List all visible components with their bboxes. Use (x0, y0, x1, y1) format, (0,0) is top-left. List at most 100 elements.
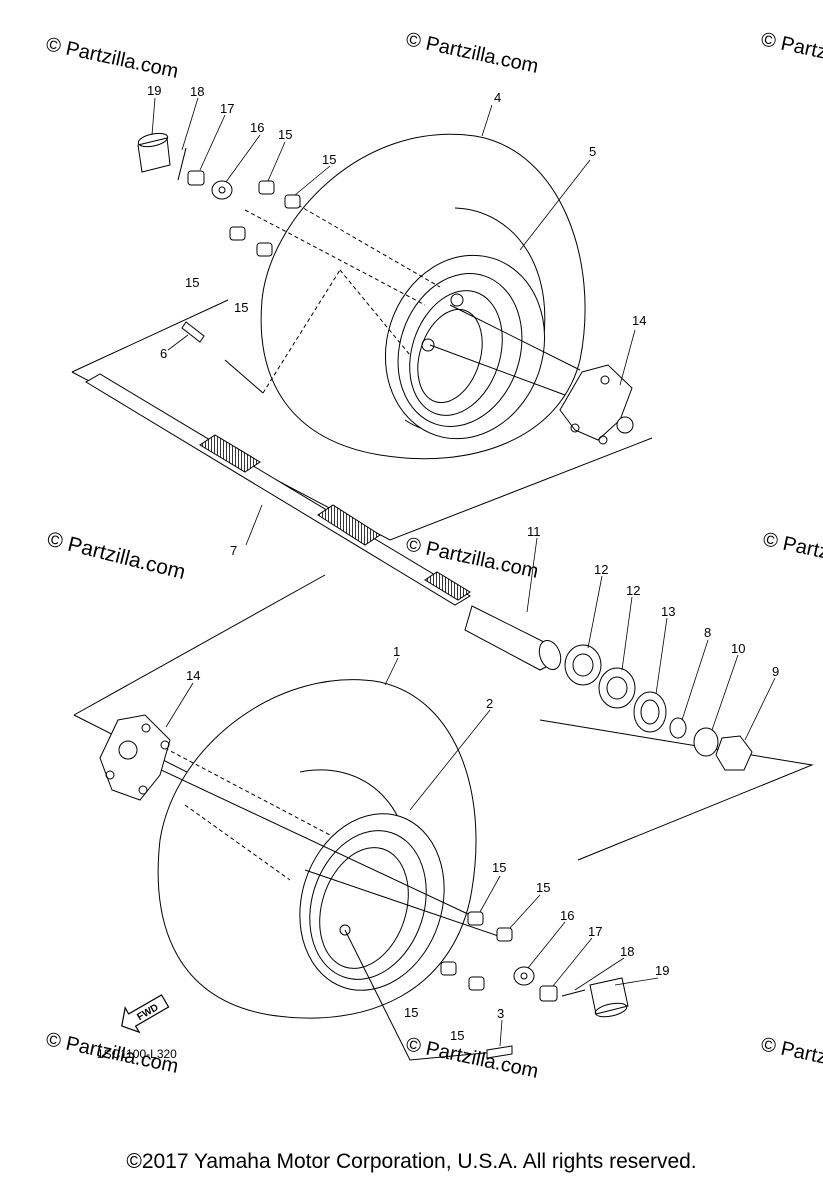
valve-stem-upper (181, 321, 205, 343)
bearing-12 (564, 644, 602, 686)
valve-guide (224, 359, 264, 394)
axle-spline (317, 504, 381, 546)
cap-19 (589, 977, 629, 1015)
wheel-hub-lower (99, 714, 171, 801)
locknut-9 (715, 735, 753, 771)
callout-13: 13 (661, 604, 675, 619)
spacer-11-end (538, 639, 562, 671)
callout-18: 18 (620, 944, 634, 959)
callout-1: 1 (393, 644, 400, 659)
callout-17: 17 (588, 924, 602, 939)
frame-line (71, 299, 229, 373)
callout-6: 6 (160, 346, 167, 361)
callout-3: 3 (497, 1006, 504, 1021)
callout-15: 15 (234, 300, 248, 315)
hub-bore (118, 740, 138, 760)
nut-15 (256, 242, 273, 257)
callout-11: 11 (527, 524, 541, 539)
callout-15: 15 (404, 1005, 418, 1020)
cotter-pin-18 (177, 147, 187, 181)
rear-axle-shaft (85, 373, 471, 606)
washer-10 (693, 727, 719, 757)
wheel-hole (339, 924, 351, 936)
nut-15 (284, 194, 301, 209)
wheel-hole (450, 293, 464, 307)
bearing-12-inner (606, 676, 628, 700)
dashed-guides (244, 204, 441, 394)
hub-stud (600, 375, 610, 385)
fwd-label: FWD (135, 1002, 160, 1023)
callout-14: 14 (632, 313, 646, 328)
nut-17 (187, 170, 205, 186)
bearing-12 (598, 667, 636, 709)
wheel-rim-upper (384, 254, 546, 440)
nut-15 (440, 961, 457, 976)
wheel-rim-inner (397, 273, 523, 427)
hub-stud (105, 770, 115, 780)
upper-assembly (71, 132, 653, 606)
wheel-hub-upper (559, 364, 633, 441)
frame-line (73, 574, 326, 716)
valve-stem-lower (486, 1045, 513, 1059)
washer-16 (513, 966, 535, 986)
callout-19: 19 (147, 83, 161, 98)
hub-bore (616, 416, 634, 434)
bearing-12-inner (572, 653, 594, 677)
callout-16: 16 (250, 120, 264, 135)
callout-4: 4 (494, 90, 501, 105)
washer-16-hole (520, 972, 528, 980)
frame-line (539, 719, 814, 861)
callout-15: 15 (492, 860, 506, 875)
seal-13 (633, 691, 667, 733)
cotter-pin-18 (561, 989, 586, 997)
wheel-rim-lower (299, 813, 445, 991)
callout-5: 5 (589, 144, 596, 159)
callout-15: 15 (322, 152, 336, 167)
callout-18: 18 (190, 84, 204, 99)
nut-15 (496, 927, 513, 942)
callout-8: 8 (704, 625, 711, 640)
callout-12: 12 (594, 562, 608, 577)
hub-stud (141, 723, 151, 733)
washer-16 (211, 180, 233, 200)
cap-19 (137, 137, 171, 173)
washer-16-hole (218, 186, 226, 194)
valve-guide (344, 929, 496, 1061)
leader-lines (151, 97, 776, 1047)
guide-line (304, 869, 511, 941)
callout-15: 15 (278, 127, 292, 142)
nut-15 (468, 976, 485, 991)
cap-19-bottom (594, 1002, 628, 1018)
callout-16: 16 (560, 908, 574, 923)
callout-12: 12 (626, 583, 640, 598)
wheel-rim-inner (309, 830, 427, 980)
watermark: © Partzilla.com (761, 528, 823, 578)
hub-stud (160, 740, 170, 750)
guide-line (429, 344, 566, 396)
axle-spline (199, 434, 261, 473)
callout-10: 10 (731, 641, 745, 656)
wheel-rim-inner (409, 290, 503, 416)
fwd-arrow-icon: FWD (121, 994, 170, 1034)
callout-17: 17 (220, 101, 234, 116)
wheel-rim-inner (319, 847, 409, 969)
lower-assembly (73, 574, 814, 1061)
watermark: © Partzilla.com (44, 33, 180, 83)
wheel-rim-inner (417, 308, 483, 404)
hub-stud (138, 785, 148, 795)
seal-13-inner (640, 699, 660, 725)
wheel-hole (421, 338, 435, 352)
copyright-notice: ©2017 Yamaha Motor Corporation, U.S.A. A… (126, 1150, 697, 1173)
callout-9: 9 (772, 664, 779, 679)
dashed-guides (139, 734, 331, 881)
watermark: © Partzilla.com (759, 28, 823, 78)
diagram-code: 1SC1100-L320 (97, 1047, 177, 1061)
callout-2: 2 (486, 696, 493, 711)
callout-15: 15 (536, 880, 550, 895)
hub-stud (570, 423, 580, 433)
callout-15: 15 (450, 1028, 464, 1043)
nut-15 (229, 226, 246, 241)
watermark: © Partzilla.com (404, 28, 540, 78)
guide-line (139, 759, 471, 916)
